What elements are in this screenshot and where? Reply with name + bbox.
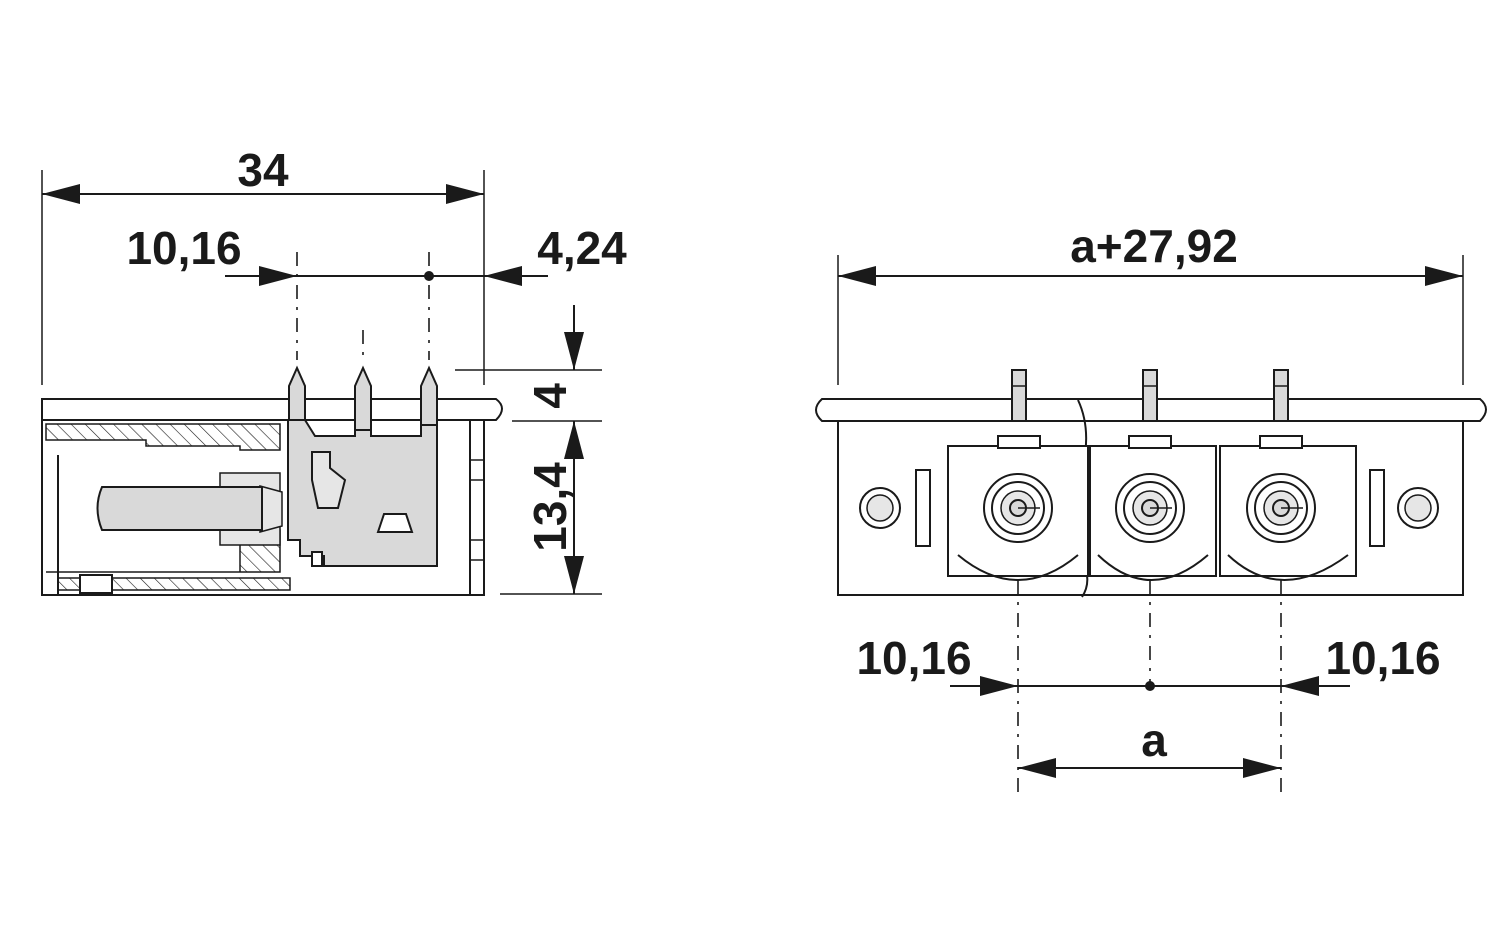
contact-side — [287, 365, 438, 567]
terminal-position-1 — [947, 435, 1089, 581]
dimension-pin-offsets: 10,16 4,24 — [126, 222, 627, 286]
label-left-offset: 10,16 — [856, 632, 971, 684]
plug-pin — [96, 486, 263, 531]
side-view: 34 10,16 4,24 4 13,4 — [41, 144, 627, 596]
dimension-overall-length: 34 — [42, 144, 484, 204]
terminal-position-3 — [1219, 435, 1357, 581]
dimension-heights: 4 13,4 — [455, 305, 602, 595]
label-right-offset: 10,16 — [1325, 632, 1440, 684]
dimension-edge-offsets: 10,16 10,16 — [856, 632, 1441, 696]
label-overall-length: 34 — [237, 144, 289, 196]
label-pin-offset: 10,16 — [126, 222, 241, 274]
terminal-position-2 — [1089, 435, 1217, 581]
solder-pins-front — [1011, 369, 1289, 423]
label-overall-width: a+27,92 — [1070, 220, 1238, 272]
label-rear-offset: 4,24 — [537, 222, 627, 274]
dimension-overall-width: a+27,92 — [838, 220, 1463, 286]
label-body-height: 13,4 — [524, 462, 576, 552]
front-view: a+27,92 — [815, 220, 1487, 792]
pcb-board — [41, 398, 503, 421]
terminal-positions — [947, 435, 1357, 581]
dimension-pitch: a — [1018, 714, 1281, 778]
label-pin-height: 4 — [524, 383, 576, 409]
label-pitch: a — [1141, 714, 1167, 766]
